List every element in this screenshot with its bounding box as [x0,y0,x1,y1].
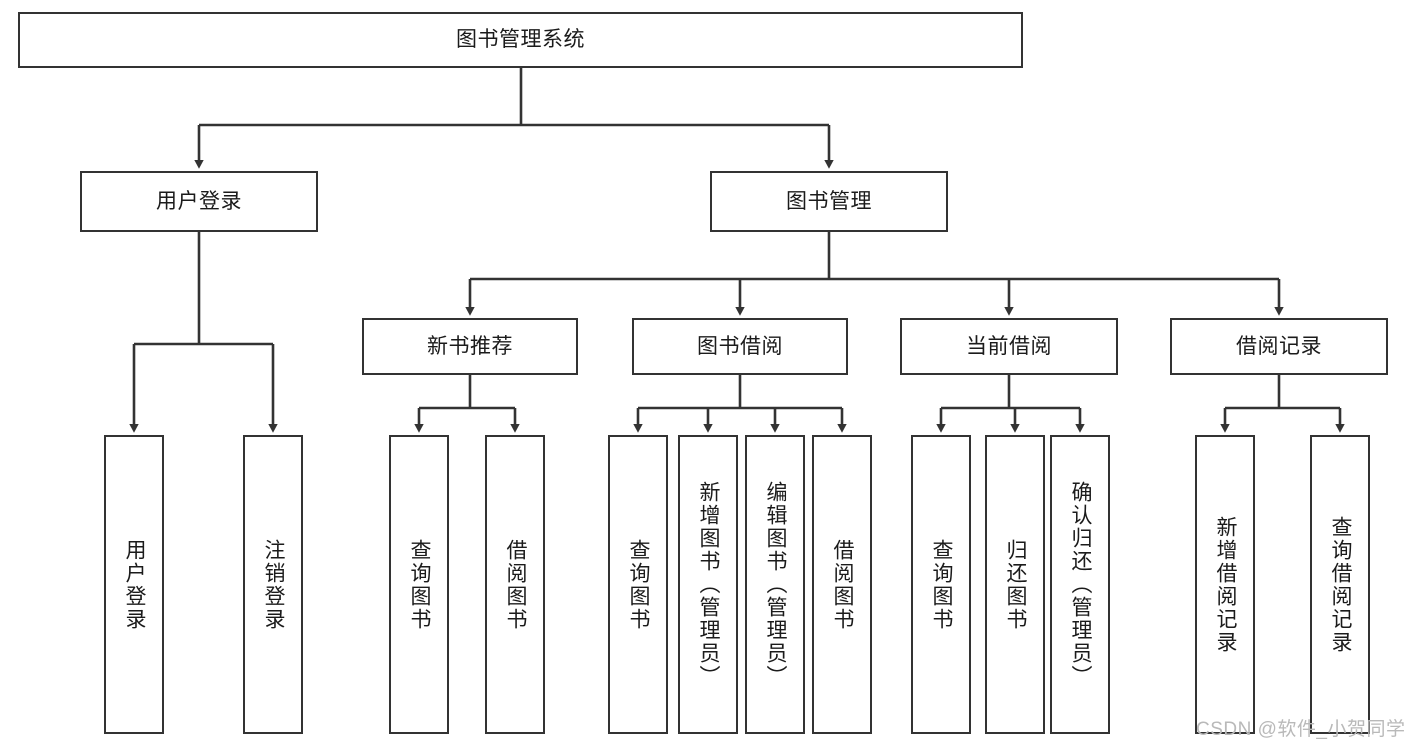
node-label: 图书借阅 [697,334,783,358]
node-label: 注销登录 [262,538,286,631]
node-l3-d3[interactable]: 确认归还（管理员） [1050,435,1110,734]
node-l1-user-login[interactable]: 用户登录 [80,171,318,232]
node-label: 图书管理系统 [456,28,585,52]
node-l2-current[interactable]: 当前借阅 [900,318,1118,375]
csdn-watermark: CSDN @软件_小贺同学 [1196,719,1405,740]
node-l3-c1[interactable]: 查询图书 [608,435,668,734]
node-label: 新增图书（管理员） [697,481,721,688]
node-label: 查询图书 [408,538,432,631]
node-label: 用户登录 [156,189,242,213]
node-root[interactable]: 图书管理系统 [18,12,1023,68]
node-l3-d1[interactable]: 查询图书 [911,435,971,734]
node-label: 查询图书 [930,538,954,631]
node-label: 查询借阅记录 [1329,515,1353,654]
node-label: 借阅记录 [1236,334,1322,358]
node-label: 用户登录 [123,538,147,631]
node-label: 借阅图书 [831,538,855,631]
node-label: 图书管理 [786,189,872,213]
node-l3-e1[interactable]: 新增借阅记录 [1195,435,1255,734]
node-label: 归还图书 [1004,538,1028,631]
node-l2-record[interactable]: 借阅记录 [1170,318,1388,375]
node-l3-a2[interactable]: 注销登录 [243,435,303,734]
node-l1-book-mgmt[interactable]: 图书管理 [710,171,948,232]
node-l3-c3[interactable]: 编辑图书（管理员） [745,435,805,734]
node-l3-b1[interactable]: 查询图书 [389,435,449,734]
node-label: 查询图书 [627,538,651,631]
node-l3-a1[interactable]: 用户登录 [104,435,164,734]
node-label: 编辑图书（管理员） [764,481,788,688]
node-l3-d2[interactable]: 归还图书 [985,435,1045,734]
node-label: 新增借阅记录 [1214,515,1238,654]
node-l3-c2[interactable]: 新增图书（管理员） [678,435,738,734]
node-label: 当前借阅 [966,334,1052,358]
node-l2-borrow[interactable]: 图书借阅 [632,318,848,375]
node-l3-e2[interactable]: 查询借阅记录 [1310,435,1370,734]
node-label: 新书推荐 [427,334,513,358]
node-l2-new-book[interactable]: 新书推荐 [362,318,578,375]
node-l3-c4[interactable]: 借阅图书 [812,435,872,734]
node-label: 确认归还（管理员） [1069,481,1093,688]
node-l3-b2[interactable]: 借阅图书 [485,435,545,734]
node-label: 借阅图书 [504,538,528,631]
